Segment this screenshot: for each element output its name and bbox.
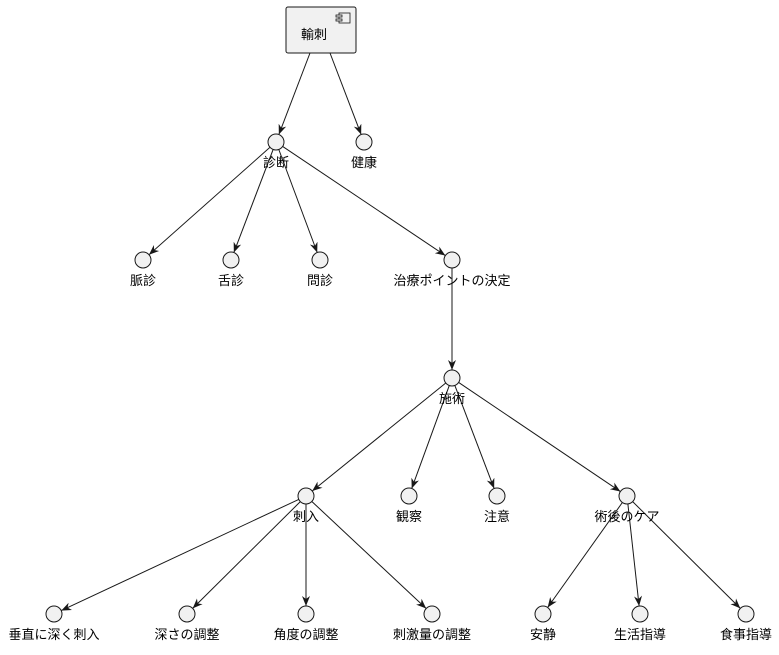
usecase-circle — [134, 251, 152, 269]
usecase-kakudo[interactable]: 角度の調整 — [273, 605, 339, 643]
usecase-label: 観察 — [396, 510, 422, 525]
usecase-zesshin[interactable]: 舌診 — [218, 251, 244, 289]
edges-layer — [61, 52, 741, 612]
usecase-kansatsu[interactable]: 観察 — [396, 487, 422, 525]
usecase-suichoku[interactable]: 垂直に深く刺入 — [8, 605, 100, 643]
usecase-circle — [400, 487, 418, 505]
component-label: 輸刺 — [301, 28, 327, 43]
usecase-circle — [178, 605, 196, 623]
usecase-label: 垂直に深く刺入 — [8, 628, 99, 643]
edge-shindan-to-myakushin — [148, 146, 271, 256]
usecase-circle — [488, 487, 506, 505]
usecase-circle — [534, 605, 552, 623]
edge-shindan-to-kettei — [282, 146, 446, 256]
edge-shindan-to-zesshin — [233, 149, 274, 253]
usecase-shindan[interactable]: 診断 — [263, 133, 289, 171]
edge-shinyu-to-shigeki — [311, 501, 427, 609]
edge-jutsugo-to-shokuji — [632, 501, 741, 609]
edge-sejutsu-to-kansatsu — [411, 385, 450, 489]
usecase-circle — [45, 605, 63, 623]
usecase-label: 注意 — [484, 509, 510, 525]
usecase-label: 施術 — [439, 392, 465, 407]
usecase-circle — [443, 369, 461, 387]
usecase-label: 刺激量の調整 — [393, 628, 471, 643]
usecase-sejutsu[interactable]: 施術 — [439, 369, 465, 407]
usecase-label: 術後のケア — [594, 510, 659, 525]
usecase-circle — [618, 487, 636, 505]
edge-jutsugo-to-seikatsu — [627, 503, 643, 607]
usecase-shinyu[interactable]: 刺入 — [293, 487, 319, 525]
usecase-label: 問診 — [307, 273, 333, 289]
edge-sejutsu-to-jutsugo — [458, 382, 621, 492]
usecase-circle — [222, 251, 240, 269]
edge-shinyu-to-suichoku — [61, 498, 299, 612]
usecase-circle — [267, 133, 285, 151]
usecase-circle — [443, 251, 461, 269]
usecase-jutsugo[interactable]: 術後のケア — [594, 487, 660, 525]
edge-jutsugo-to-ansei — [547, 502, 623, 608]
usecase-monshin[interactable]: 問診 — [307, 251, 333, 289]
usecase-circle — [355, 133, 373, 151]
usecase-circle — [297, 487, 315, 505]
usecase-label: 食事指導 — [720, 627, 772, 643]
usecase-label: 脈診 — [130, 273, 156, 289]
usecase-label: 角度の調整 — [273, 627, 338, 643]
usecase-label: 舌診 — [218, 273, 244, 289]
edge-sejutsu-to-shinyu — [311, 382, 447, 492]
usecase-label: 深さの調整 — [154, 628, 219, 643]
usecase-ansei[interactable]: 安静 — [530, 605, 556, 643]
usecase-circle — [311, 251, 329, 269]
usecase-shokuji[interactable]: 食事指導 — [720, 605, 772, 643]
component-root[interactable]: 輸刺 — [285, 6, 357, 54]
component-box — [285, 6, 357, 54]
usecase-myakushin[interactable]: 脈診 — [130, 251, 156, 289]
component-icon — [335, 12, 351, 24]
usecase-label: 生活指導 — [614, 628, 666, 643]
usecase-shigeki[interactable]: 刺激量の調整 — [393, 605, 471, 643]
usecase-fukasa[interactable]: 深さの調整 — [154, 605, 220, 643]
edge-root-to-shindan — [278, 52, 311, 135]
usecase-label: 安静 — [530, 628, 556, 643]
usecase-kenko[interactable]: 健康 — [351, 133, 377, 171]
edge-root-to-kenko — [329, 52, 362, 135]
edge-shinyu-to-fukasa — [192, 501, 301, 609]
usecase-label: 刺入 — [293, 510, 319, 525]
edge-sejutsu-to-chui — [454, 385, 495, 489]
usecase-chui[interactable]: 注意 — [484, 487, 510, 525]
usecase-circle — [423, 605, 441, 623]
edge-shindan-to-monshin — [278, 149, 318, 253]
usecase-circle — [297, 605, 315, 623]
usecase-circle — [737, 605, 755, 623]
usecase-label: 診断 — [263, 155, 289, 171]
usecase-label: 健康 — [351, 155, 377, 171]
usecase-seikatsu[interactable]: 生活指導 — [614, 605, 666, 643]
usecase-kettei[interactable]: 治療ポイントの決定 — [393, 251, 511, 289]
usecase-circle — [631, 605, 649, 623]
usecase-label: 治療ポイントの決定 — [393, 274, 510, 289]
